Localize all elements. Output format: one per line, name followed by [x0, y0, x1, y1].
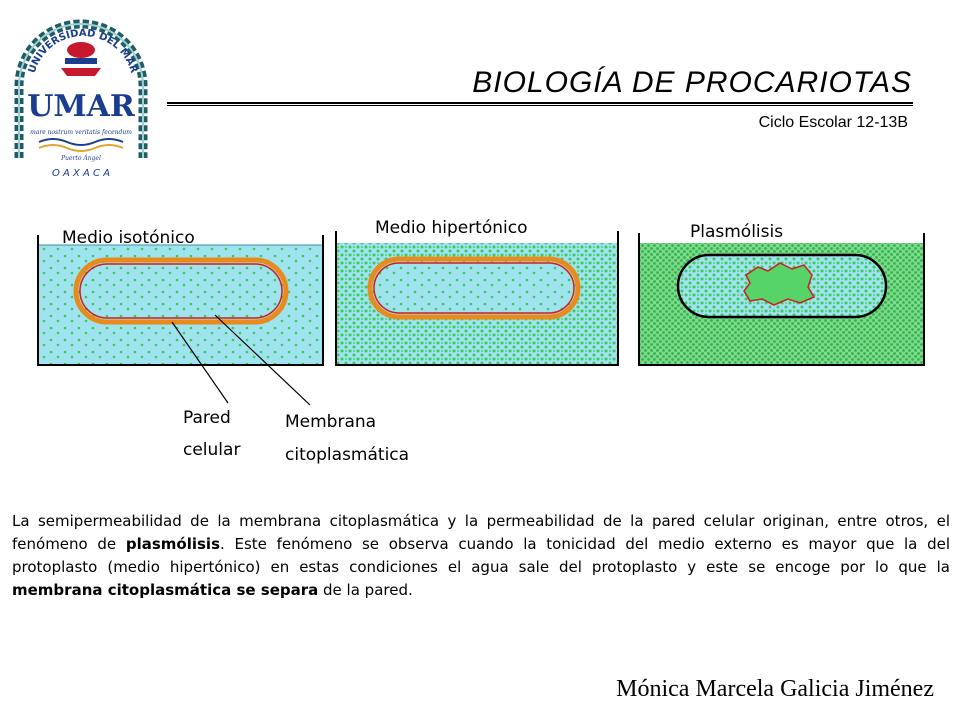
- page-subtitle: Ciclo Escolar 12-13B: [758, 114, 908, 131]
- paragraph-part1: La semipermeabilidad de la membrana cito…: [12, 512, 950, 553]
- shrunken-protoplast: [743, 262, 816, 306]
- wall-callout-line: [171, 321, 229, 404]
- panel-isotonic-label: Medio isotónico: [62, 228, 195, 248]
- wall-label-line2: celular: [183, 440, 240, 460]
- panel-plasmolysis-label: Plasmólisis: [690, 222, 783, 242]
- paragraph-bold-plasmolysis: plasmólisis: [125, 535, 221, 553]
- university-logo: UNIVERSIDAD DEL MAR UMAR mare nostrum ve…: [14, 19, 148, 179]
- logo-motto: mare nostrum veritatis fecendum: [30, 129, 132, 136]
- panel-hypertonic-label: Medio hipertónico: [375, 218, 528, 238]
- paragraph-part2: . Este fenómeno se observa cuando la ton…: [12, 535, 950, 576]
- body-paragraph: La semipermeabilidad de la membrana cito…: [12, 510, 950, 602]
- paragraph-part3: de la pared.: [318, 581, 413, 599]
- logo-state: O A X A C A: [52, 168, 110, 179]
- paragraph-bold-membrane: membrana citoplasmática se separa: [12, 581, 319, 599]
- membrane-label-line1: Membrana: [285, 412, 376, 432]
- membrane-callout-line: [214, 314, 311, 406]
- logo-monogram: UMAR: [27, 89, 136, 124]
- membrane-label-line2: citoplasmática: [285, 445, 409, 465]
- page-title: BIOLOGÍA DE PROCARIOTAS: [472, 66, 912, 99]
- panel-hypertonic: Medio hipertónico: [335, 218, 619, 366]
- panel-plasmolysis: Plasmólisis: [638, 222, 925, 366]
- author-name: Mónica Marcela Galicia Jiménez: [616, 676, 934, 702]
- wall-label-line1: Pared: [183, 408, 231, 428]
- title-underline: [167, 102, 913, 106]
- logo-campus: Puerto Ángel: [60, 155, 101, 162]
- plasmolysis-diagram: Medio isotónico Medio hipertónico Plasmó…: [37, 218, 925, 465]
- panel-isotonic: Medio isotónico: [37, 228, 324, 366]
